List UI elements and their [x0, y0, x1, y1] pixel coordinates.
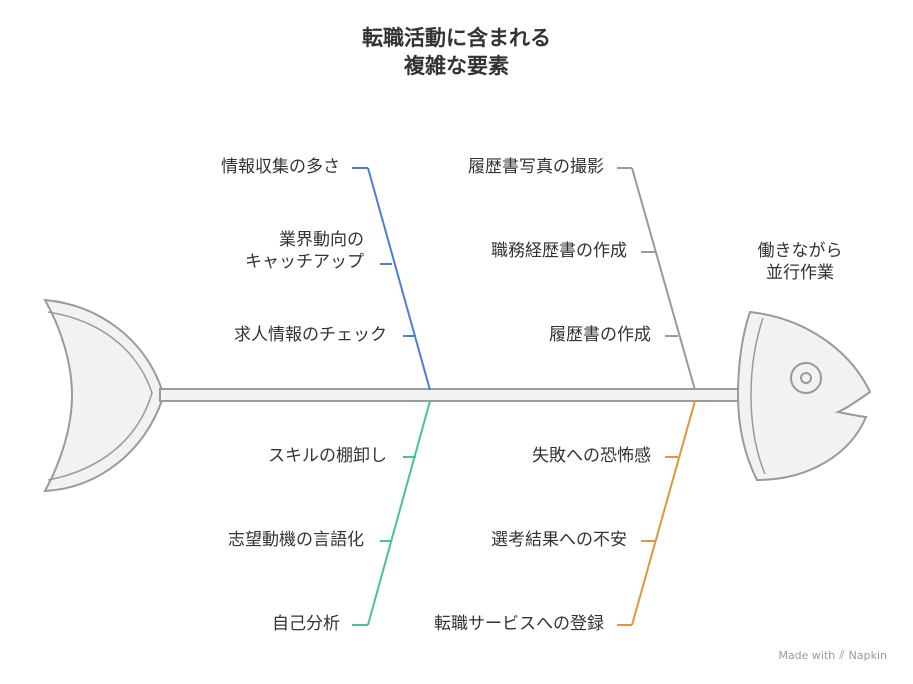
cause-label-line: スキルの棚卸し: [268, 446, 387, 466]
cause-label-line: 失敗への恐怖感: [532, 446, 651, 466]
fish-tail: [43, 298, 163, 493]
cause-career-history: 職務経歴書の作成: [491, 240, 627, 262]
cause-fear-of-failure: 失敗への恐怖感: [532, 445, 651, 467]
cause-label-line: 情報収集の多さ: [221, 157, 340, 177]
cause-self-analysis: 自己分析: [272, 613, 340, 635]
fish-gill: [750, 317, 766, 475]
cause-label-line: 履歴書の作成: [549, 325, 651, 345]
fish-bones: [352, 167, 696, 626]
cause-job-postings: 求人情報のチェック: [234, 324, 387, 346]
bone-upper-left: [367, 167, 431, 391]
cause-label-line: 職務経歴書の作成: [491, 241, 627, 261]
cause-information-gathering: 情報収集の多さ: [221, 156, 340, 178]
cause-label-line: 志望動機の言語化: [228, 530, 364, 550]
cause-motivation: 志望動機の言語化: [228, 529, 364, 551]
fish-spine: [159, 388, 746, 402]
fish-tail-inner: [47, 311, 153, 481]
fish-head: [736, 310, 872, 482]
effect-line-1: 働きながら: [757, 241, 843, 261]
bone-upper-right: [631, 167, 696, 391]
napkin-logo-icon: ⫽: [839, 648, 845, 662]
cause-industry-trends: 業界動向の キャッチアップ: [245, 229, 364, 273]
effect-line-2: 並行作業: [766, 263, 834, 283]
cause-service-registration: 転職サービスへの登録: [434, 613, 604, 635]
napkin-brand: Napkin: [848, 649, 887, 662]
cause-label-line: 自己分析: [272, 614, 340, 634]
bone-lower-left: [367, 400, 431, 626]
made-with-text: Made with: [778, 649, 836, 662]
cause-label-line: キャッチアップ: [245, 252, 364, 272]
title-line-1: 転職活動に含まれる: [362, 26, 551, 50]
bone-lower-right: [631, 400, 696, 626]
cause-label-line: 求人情報のチェック: [234, 325, 387, 345]
fish-eye-inner: [800, 372, 812, 384]
made-with-credit[interactable]: Made with ⫽ Napkin: [778, 648, 887, 663]
cause-label-line: 履歴書写真の撮影: [468, 157, 604, 177]
effect-label: 働きながら 並行作業: [740, 240, 860, 284]
cause-label-line: 選考結果への不安: [491, 530, 627, 550]
cause-resume-photo: 履歴書写真の撮影: [468, 156, 604, 178]
diagram-title: 転職活動に含まれる 複雑な要素: [0, 24, 913, 80]
cause-skills-inventory: スキルの棚卸し: [268, 445, 387, 467]
cause-resume: 履歴書の作成: [549, 324, 651, 346]
cause-label-line: 転職サービスへの登録: [434, 614, 604, 634]
cause-label-line: 業界動向の: [279, 230, 364, 250]
title-line-2: 複雑な要素: [404, 54, 509, 78]
cause-selection-anxiety: 選考結果への不安: [491, 529, 627, 551]
